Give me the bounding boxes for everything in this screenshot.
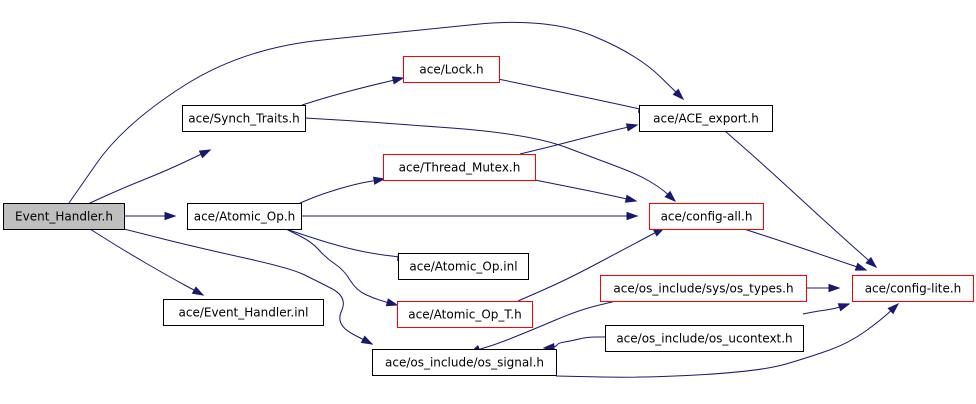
node-box[interactable] [372,349,557,376]
node-box[interactable] [600,275,807,302]
node-label: ace/config-all.h [661,210,753,224]
edge-line [89,149,211,204]
node-atomic_op_t_h[interactable]: ace/Atomic_Op_T.h [397,301,533,328]
edge-synch_traits_h-to-config_all_h [304,117,677,203]
edge-line [555,303,899,378]
node-atomic_op_h[interactable]: ace/Atomic_Op.h [187,203,302,230]
node-config_lite_h[interactable]: ace/config-lite.h [852,275,974,302]
arrowhead [164,211,177,221]
arrowhead [854,262,868,271]
arrowhead [624,194,638,203]
edge-line [89,228,204,296]
node-thread_mutex_h[interactable]: ace/Thread_Mutex.h [383,154,536,181]
edge-line [517,227,665,302]
edge-event_handler_h-to-os_signal_h [123,228,374,345]
node-label: ace/Synch_Traits.h [188,112,299,126]
node-label: ace/ACE_export.h [653,112,759,126]
node-box[interactable] [182,105,306,132]
arrowhead [360,335,374,345]
node-box[interactable] [187,203,302,230]
node-lock_h[interactable]: ace/Lock.h [403,56,500,83]
arrowhead [385,298,399,307]
edge-line [743,228,867,271]
node-label: ace/Lock.h [419,63,483,77]
node-box[interactable] [398,253,529,280]
edge-line [802,303,850,315]
arrowhead [828,283,841,293]
arrowhead [191,286,205,296]
edge-os_signal_h-to-config_lite_h [555,302,900,378]
node-atomic_op_inl[interactable]: ace/Atomic_Op.inl [398,253,529,280]
node-event_handler_h[interactable]: Event_Handler.h [3,203,125,230]
arrowhead [372,176,386,185]
edge-lock_h-to-ace_export_h [497,78,651,113]
node-os_ucontext_h[interactable]: ace/os_include/os_ucontext.h [605,325,804,352]
edge-os_types_h-to-config_lite_h [806,283,841,293]
edge-atomic_op_h-to-config_all_h [301,211,639,221]
arrowhead [672,88,685,101]
node-label: ace/os_include/os_signal.h [385,356,544,370]
node-label: ace/os_include/sys/os_types.h [613,282,793,296]
edge-thread_mutex_h-to-config_all_h [534,179,638,203]
edge-os_ucontext_h-to-config_lite_h [802,303,851,315]
edge-line [534,179,637,202]
node-label: ace/Atomic_Op.h [194,210,296,224]
edge-line [123,228,373,345]
edge-event_handler_h-to-event_handler_inl [89,228,205,296]
arrowhead [626,211,639,221]
edge-line [285,228,409,259]
node-box[interactable] [397,301,533,328]
node-label: ace/Event_Handler.inl [179,306,309,320]
arrowhead [837,303,851,312]
node-ace_export_h[interactable]: ace/ACE_export.h [639,105,773,132]
edge-atomic_op_h-to-atomic_op_inl [285,228,410,261]
edge-line [285,228,398,306]
arrowhead [887,302,900,315]
arrowhead [391,76,405,85]
edge-synch_traits_h-to-lock_h [301,76,405,106]
edge-line [301,77,404,106]
node-label: Event_Handler.h [15,210,113,224]
node-box[interactable] [649,203,764,230]
node-box[interactable] [852,275,974,302]
arrowhead [198,149,212,159]
arrowhead [865,256,878,269]
edge-line [724,130,877,268]
edge-line [68,21,684,204]
edge-ace_export_h-to-config_lite_h [724,130,878,269]
arrowhead [625,123,639,132]
edge-event_handler_h-to-atomic_op_h [124,211,177,221]
node-synch_traits_h[interactable]: ace/Synch_Traits.h [182,105,306,132]
edge-line [519,124,638,155]
node-box[interactable] [605,325,804,352]
node-config_all_h[interactable]: ace/config-all.h [649,203,764,230]
node-label: ace/Thread_Mutex.h [399,161,521,175]
edge-thread_mutex_h-to-ace_export_h [519,123,639,155]
node-label: ace/os_include/os_ucontext.h [616,332,792,346]
arrowhead [664,190,677,203]
edge-atomic_op_h-to-atomic_op_t_h [285,228,399,307]
nodes-layer: Event_Handler.h ace/Synch_Traits.h ace/Ato… [3,56,974,376]
edge-atomic_op_h-to-thread_mutex_h [299,176,386,204]
node-os_types_h[interactable]: ace/os_include/sys/os_types.h [600,275,807,302]
edge-event_handler_h-to-ace_export_h [68,21,685,204]
node-box[interactable] [383,154,536,181]
node-label: ace/Atomic_Op.inl [409,260,517,274]
node-box[interactable] [403,56,500,83]
edge-line [304,117,676,202]
edge-line [299,178,385,204]
node-label: ace/config-lite.h [865,282,962,296]
node-os_signal_h[interactable]: ace/os_include/os_signal.h [372,349,557,376]
edge-event_handler_h-to-synch_traits_h [89,149,212,204]
node-box[interactable] [639,105,773,132]
node-event_handler_inl[interactable]: ace/Event_Handler.inl [163,299,324,326]
edge-line [497,78,650,112]
node-box[interactable] [3,203,125,230]
edge-os_ucontext_h-to-os_signal_h [542,336,605,352]
node-label: ace/Atomic_Op_T.h [408,308,521,322]
edge-config_all_h-to-config_lite_h [743,228,868,271]
node-box[interactable] [163,299,324,326]
